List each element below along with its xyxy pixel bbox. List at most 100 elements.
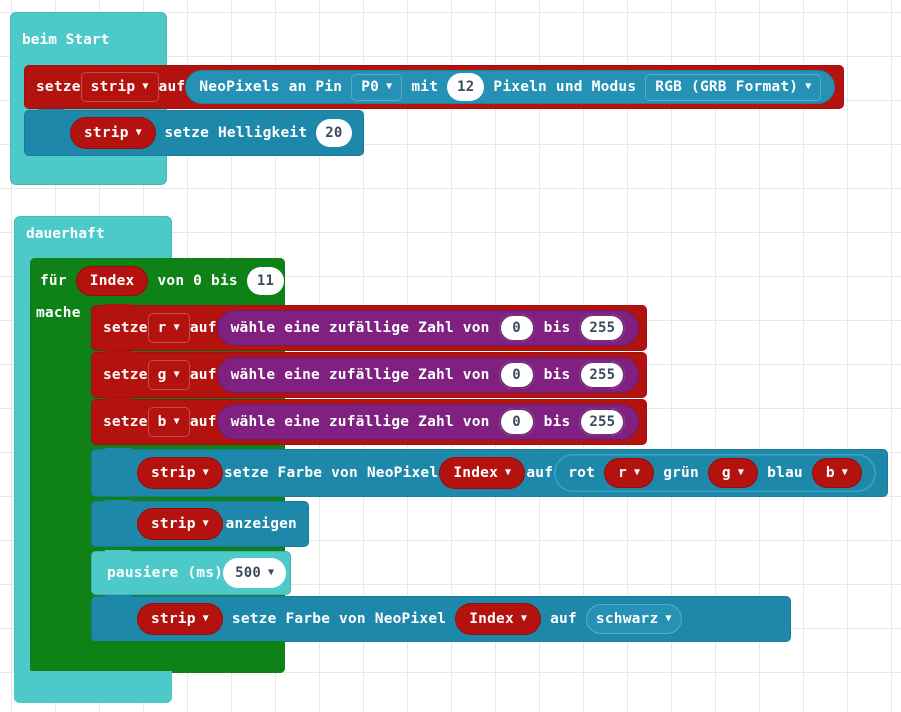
random-text-1: wähle eine zufällige Zahl von	[230, 414, 490, 430]
target-dropdown-label: strip	[151, 611, 196, 627]
pause-duration-input[interactable]: 500 ▼	[223, 558, 287, 588]
chevron-down-icon: ▼	[505, 467, 512, 478]
reporter-rgb-color[interactable]: rot r ▼ grün g ▼ blau b ▼	[554, 454, 876, 492]
loop-index-variable[interactable]: Index	[75, 266, 149, 296]
block-notch	[105, 351, 131, 357]
random-max-input[interactable]: 255	[579, 408, 626, 436]
loop-to-input[interactable]: 11	[246, 267, 285, 295]
set-pixel-text-2: auf	[526, 465, 554, 481]
loop-header[interactable]	[30, 258, 285, 303]
chevron-down-icon: ▼	[267, 567, 275, 578]
block-set-g[interactable]: setze g ▼ auf wähle eine zufällige Zahl …	[91, 351, 647, 398]
pixel-count-input[interactable]: 12	[447, 73, 485, 101]
neopixel-create-text-3: Pixeln und Modus	[493, 79, 637, 95]
pause-label: pausiere (ms)	[107, 565, 224, 581]
block-show[interactable]: strip ▼ anzeigen	[91, 500, 309, 547]
block-notch	[105, 304, 131, 310]
random-min-input[interactable]: 0	[498, 314, 535, 342]
block-set-strip[interactable]: setze strip ▼ auf NeoPixels an Pin P0 ▼ …	[24, 65, 844, 109]
neopixel-create-text-2: mit	[411, 79, 439, 95]
forever-bottom-bar	[14, 671, 172, 703]
set-prefix-label: setze	[36, 79, 81, 95]
block-notch	[105, 500, 131, 506]
reporter-random-number[interactable]: wähle eine zufällige Zahl von 0 bis 255	[216, 310, 640, 346]
variable-dropdown-label: strip	[90, 79, 136, 95]
rgb-green-label: g	[721, 465, 731, 481]
target-dropdown-strip[interactable]: strip ▼	[70, 117, 156, 149]
loop-do-label: mache	[36, 305, 81, 321]
block-set-pixel-color-black[interactable]: strip ▼ setze Farbe von NeoPixel Index ▼…	[91, 595, 791, 642]
block-set-b[interactable]: setze b ▼ auf wähle eine zufällige Zahl …	[91, 398, 647, 445]
set-middle-label: auf	[189, 320, 217, 336]
block-notch	[105, 448, 131, 454]
random-min-input[interactable]: 0	[498, 408, 535, 436]
pin-dropdown[interactable]: P0 ▼	[351, 73, 403, 101]
pixel-index-label: Index	[453, 465, 499, 481]
reporter-random-number[interactable]: wähle eine zufällige Zahl von 0 bis 255	[216, 357, 640, 393]
chevron-down-icon: ▼	[202, 613, 209, 624]
chevron-down-icon: ▼	[737, 467, 745, 478]
random-max-input[interactable]: 255	[579, 361, 626, 389]
brightness-label: setze Helligkeit	[164, 125, 308, 141]
random-text-2: bis	[543, 320, 571, 336]
variable-dropdown-r[interactable]: r ▼	[147, 313, 190, 343]
reporter-neopixel-create[interactable]: NeoPixels an Pin P0 ▼ mit 12 Pixeln und …	[185, 70, 836, 104]
block-notch	[105, 398, 131, 404]
set-pixel-text-2: auf	[550, 611, 577, 627]
rgb-red-variable[interactable]: r ▼	[604, 458, 655, 488]
set-prefix-label: setze	[103, 367, 148, 383]
loop-header-content: für Index von 0 bis 11	[40, 265, 285, 297]
chevron-down-icon: ▼	[386, 81, 393, 92]
color-name-dropdown[interactable]: schwarz ▼	[585, 604, 682, 634]
set-middle-label: auf	[189, 414, 217, 430]
variable-dropdown-label: r	[157, 320, 167, 336]
block-notch	[105, 595, 131, 601]
target-dropdown-label: strip	[151, 516, 196, 532]
random-min-input[interactable]: 0	[498, 361, 535, 389]
loop-prefix-label: für	[40, 273, 67, 289]
rgb-blue-label: b	[825, 465, 835, 481]
pin-dropdown-label: P0	[361, 79, 380, 95]
block-set-r[interactable]: setze r ▼ auf wähle eine zufällige Zahl …	[91, 304, 647, 351]
set-prefix-label: setze	[103, 320, 148, 336]
block-notch	[105, 550, 131, 556]
block-pause[interactable]: pausiere (ms) 500 ▼	[91, 550, 291, 595]
set-pixel-text-1: setze Farbe von NeoPixel	[231, 611, 447, 627]
random-text-2: bis	[543, 367, 571, 383]
variable-dropdown-b[interactable]: b ▼	[147, 407, 190, 437]
show-label: anzeigen	[225, 516, 297, 532]
hat-label-on-start: beim Start	[22, 32, 110, 48]
target-dropdown-strip[interactable]: strip ▼	[137, 603, 223, 635]
rgb-blue-variable[interactable]: b ▼	[811, 458, 862, 488]
chevron-down-icon: ▼	[805, 81, 812, 92]
brightness-input[interactable]: 20	[315, 119, 353, 147]
random-max-input[interactable]: 255	[579, 314, 626, 342]
block-set-pixel-color-rgb[interactable]: strip ▼ setze Farbe von NeoPixel Index ▼…	[91, 448, 888, 497]
random-text-2: bis	[543, 414, 571, 430]
block-set-brightness[interactable]: strip ▼ setze Helligkeit 20	[24, 109, 364, 156]
hat-label-forever: dauerhaft	[26, 226, 105, 242]
variable-dropdown-g[interactable]: g ▼	[147, 360, 190, 390]
pixel-index-dropdown[interactable]: Index ▼	[455, 603, 542, 635]
chevron-down-icon: ▼	[633, 467, 641, 478]
target-dropdown-label: strip	[151, 465, 196, 481]
target-dropdown-strip[interactable]: strip ▼	[137, 508, 223, 540]
target-dropdown-label: strip	[84, 125, 129, 141]
reporter-random-number[interactable]: wähle eine zufällige Zahl von 0 bis 255	[216, 404, 640, 440]
rgb-red-label: r	[618, 465, 627, 481]
target-dropdown-strip[interactable]: strip ▼	[137, 457, 223, 489]
chevron-down-icon: ▼	[173, 416, 180, 427]
mode-dropdown[interactable]: RGB (GRB Format) ▼	[645, 73, 822, 101]
rgb-green-variable[interactable]: g ▼	[707, 458, 759, 488]
variable-dropdown-strip[interactable]: strip ▼	[80, 72, 159, 102]
variable-dropdown-label: b	[157, 414, 167, 430]
random-text-1: wähle eine zufällige Zahl von	[230, 320, 490, 336]
set-middle-label: auf	[158, 79, 186, 95]
chevron-down-icon: ▼	[202, 467, 209, 478]
random-text-1: wähle eine zufällige Zahl von	[230, 367, 490, 383]
rgb-label-blue: blau	[767, 465, 803, 481]
neopixel-create-text-1: NeoPixels an Pin	[199, 79, 343, 95]
chevron-down-icon: ▼	[841, 467, 848, 478]
pixel-index-dropdown[interactable]: Index ▼	[439, 457, 526, 489]
